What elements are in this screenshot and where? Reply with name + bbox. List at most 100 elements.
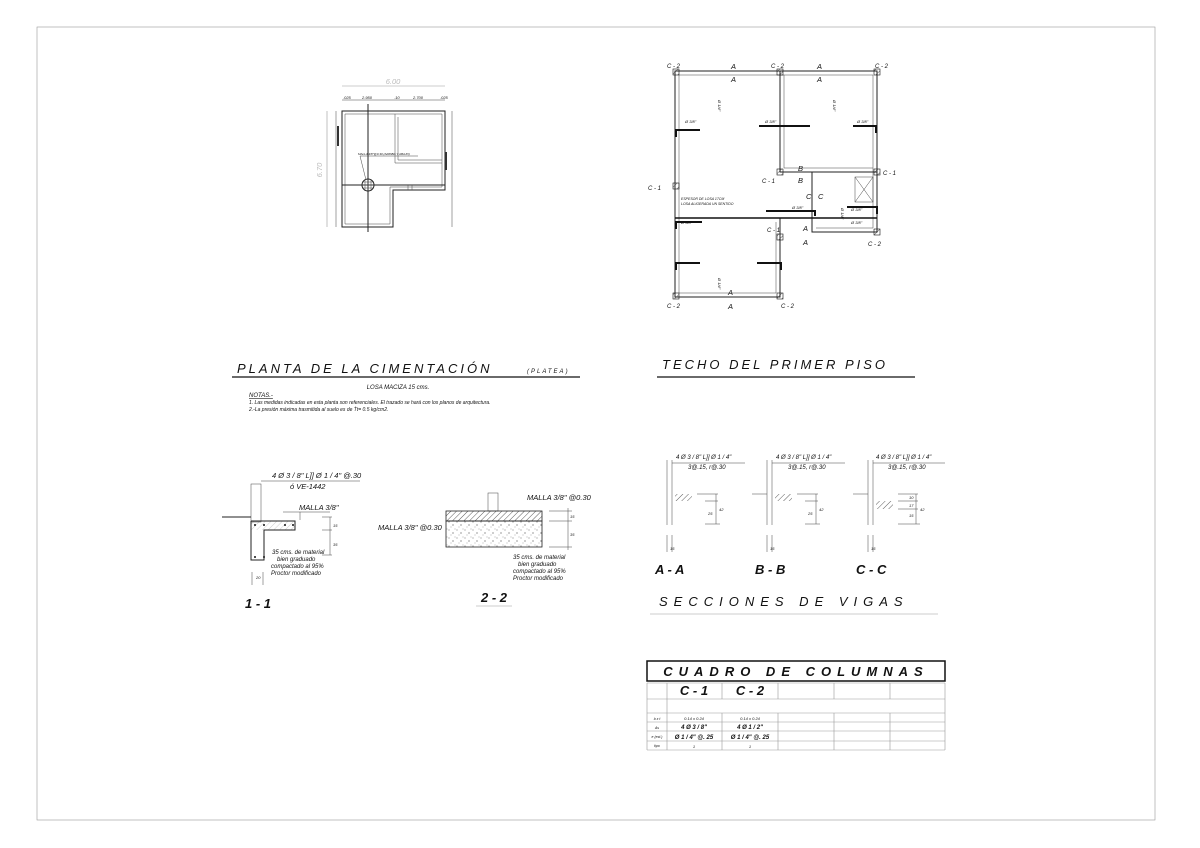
section-label: 1 - 1 <box>245 596 271 611</box>
section-2-2: 15 35 MALLA 3/8" @0.30 MALLA 3/8" @0.30 … <box>378 492 592 607</box>
slab-note: LOSA MACIZA 15 cms. <box>367 385 430 391</box>
dim-label: 42 <box>719 507 724 512</box>
dim-label: 17 <box>909 503 914 508</box>
sheet-border <box>36 26 1156 821</box>
section-mark: A <box>727 288 733 297</box>
rebar-label: Ø 3/8" <box>680 220 693 225</box>
rebar-label: Ø 3/8" <box>850 207 863 212</box>
dim-label: 35 <box>570 532 575 537</box>
table-cell: Ø 1 / 4" @. 25 <box>731 735 770 741</box>
rebar-label: Ø 1/4" <box>832 99 837 112</box>
notes-heading: NOTAS.- <box>249 393 273 399</box>
section-mark: C <box>806 192 812 201</box>
column-label: C - 1 <box>883 171 896 177</box>
fill-note: bien graduado <box>277 557 316 563</box>
beam-rebar: 4 Ø 3 / 8" L]] Ø 1 / 4" <box>776 455 832 461</box>
dim-label: 15 <box>770 546 775 551</box>
table-cell: 1 <box>693 744 695 749</box>
dim-label: 15 <box>871 546 876 551</box>
foundation-title-block: PLANTA DE LA CIMENTACIÓN (PLATEA) LOSA M… <box>232 361 580 413</box>
section-1-1: 4 Ø 3 / 8" L]] Ø 1 / 4" @.30 ó VE-1442 M… <box>222 471 362 611</box>
beam-stirrups: 3@.15, r@.30 <box>788 465 826 471</box>
dim-top: 2.700 <box>412 95 424 100</box>
rebar-label: Ø 3/8" <box>764 119 777 124</box>
foundation-plan: 6.00 6.70 .025 2.950 .10 2.700 .025 MALL… <box>315 77 453 232</box>
beam-rebar: 4 Ø 3 / 8" L]] Ø 1 / 4" <box>876 455 932 461</box>
dim-label: 35 <box>333 542 338 547</box>
table-cell: 0.14 x 0.24 <box>684 716 705 721</box>
table-cell: Ø 1 / 4" @. 25 <box>675 735 714 741</box>
rebar-label: Ø 1/4" <box>840 207 845 220</box>
rebar-label: Ø 3/8" <box>791 205 804 210</box>
section-mark: A <box>802 224 808 233</box>
table-cell: 4 Ø 3 / 8" <box>680 725 707 731</box>
table-cell: 1 <box>749 744 751 749</box>
fill-note: Proctor modificado <box>271 571 322 577</box>
beam-section-label: C - C <box>856 562 887 577</box>
dim-label: 15 <box>909 513 914 518</box>
table-cell: 0.14 x 0.24 <box>740 716 761 721</box>
dim-label: 10 <box>909 495 914 500</box>
note-1: 1. Las medidas indicadas en esta planta … <box>249 400 491 406</box>
dim-label: 20 <box>255 575 261 580</box>
section-mark: C <box>818 192 824 201</box>
beam-section-c: 4 Ø 3 / 8" L]] Ø 1 / 4" 3@.15, r@.30 10 … <box>853 455 945 577</box>
beam-stirrups: 3@.15, r@.30 <box>888 465 926 471</box>
row-label: As <box>654 726 659 730</box>
beam-section-label: A - A <box>654 562 684 577</box>
fill-note: compactado al 95% <box>513 569 566 575</box>
section-label: 2 - 2 <box>480 590 508 605</box>
section-mark: A <box>730 75 736 84</box>
roof-plan: C - 2 C - 2 C - 2 C - 1 C - 1 C - 1 C - … <box>648 62 915 378</box>
column-label: C - 2 <box>868 242 882 248</box>
fill-note: compactado al 95% <box>271 564 324 570</box>
rebar-note-2: ó VE-1442 <box>290 482 326 491</box>
dim-top: .10 <box>394 95 400 100</box>
beam-stirrups: 3@.15, r@.30 <box>688 465 726 471</box>
column-label: C - 2 <box>667 304 681 310</box>
fill-note: 35 cms. de material <box>272 550 325 556</box>
section-mark: A <box>816 75 822 84</box>
roof-title: TECHO DEL PRIMER PISO <box>662 357 888 372</box>
table-cell: 4 Ø 1 / 2" <box>736 725 763 731</box>
row-label: b x t <box>654 717 662 721</box>
dim-top: .025 <box>343 95 352 100</box>
fill-note: Proctor modificado <box>513 576 564 582</box>
dim-top: 2.950 <box>361 95 373 100</box>
rebar-label: Ø 1/4" <box>717 99 722 112</box>
row-label: e (est.) <box>652 735 663 739</box>
section-mark: A <box>802 238 808 247</box>
column-label: C - 1 <box>762 179 775 185</box>
beam-section-b: 4 Ø 3 / 8" L]] Ø 1 / 4" 3@.15, r@.30 25 … <box>752 455 845 577</box>
beam-section-label: B - B <box>755 562 785 577</box>
dim-label: 25 <box>807 511 813 516</box>
beam-section-a: 4 Ø 3 / 8" L]] Ø 1 / 4" 3@.15, r@.30 25 … <box>654 455 745 577</box>
column-label: C - 1 <box>767 228 780 234</box>
columns-table-title: CUADRO DE COLUMNAS <box>663 664 928 679</box>
column-markers <box>672 68 881 300</box>
dim-height: 6.70 <box>315 162 324 177</box>
mesh-left-label: MALLA 3/8" @0.30 <box>378 523 443 532</box>
section-mark: B <box>798 164 803 173</box>
dim-label: 15 <box>570 514 575 519</box>
dim-label: 25 <box>707 511 713 516</box>
mesh-label: MALLA 3/8" <box>299 503 339 512</box>
section-mark: A <box>730 62 736 71</box>
rebar-label: Ø 3/8" <box>856 119 869 124</box>
dim-label: 15 <box>333 523 338 528</box>
beam-sections: 4 Ø 3 / 8" L]] Ø 1 / 4" 3@.15, r@.30 25 … <box>650 455 945 615</box>
fill-note: bien graduado <box>518 562 557 568</box>
dim-label: 42 <box>819 507 824 512</box>
beam-rebar: 4 Ø 3 / 8" L]] Ø 1 / 4" <box>676 455 732 461</box>
rebar-note-1: 4 Ø 3 / 8" L]] Ø 1 / 4" @.30 <box>272 471 362 480</box>
column-header: C - 1 <box>680 683 708 698</box>
section-mark: A <box>816 62 822 71</box>
mesh-top-label: MALLA 3/8" @0.30 <box>527 493 592 502</box>
rebar-label: Ø 3/8" <box>684 119 697 124</box>
column-label: C - 2 <box>781 304 795 310</box>
row-label: tipo <box>654 744 660 748</box>
column-label: C - 2 <box>771 64 785 70</box>
beams-title: SECCIONES DE VIGAS <box>659 594 909 609</box>
slab-type-note: LOSA ALIGERADA UN SENTIDO <box>681 202 734 206</box>
